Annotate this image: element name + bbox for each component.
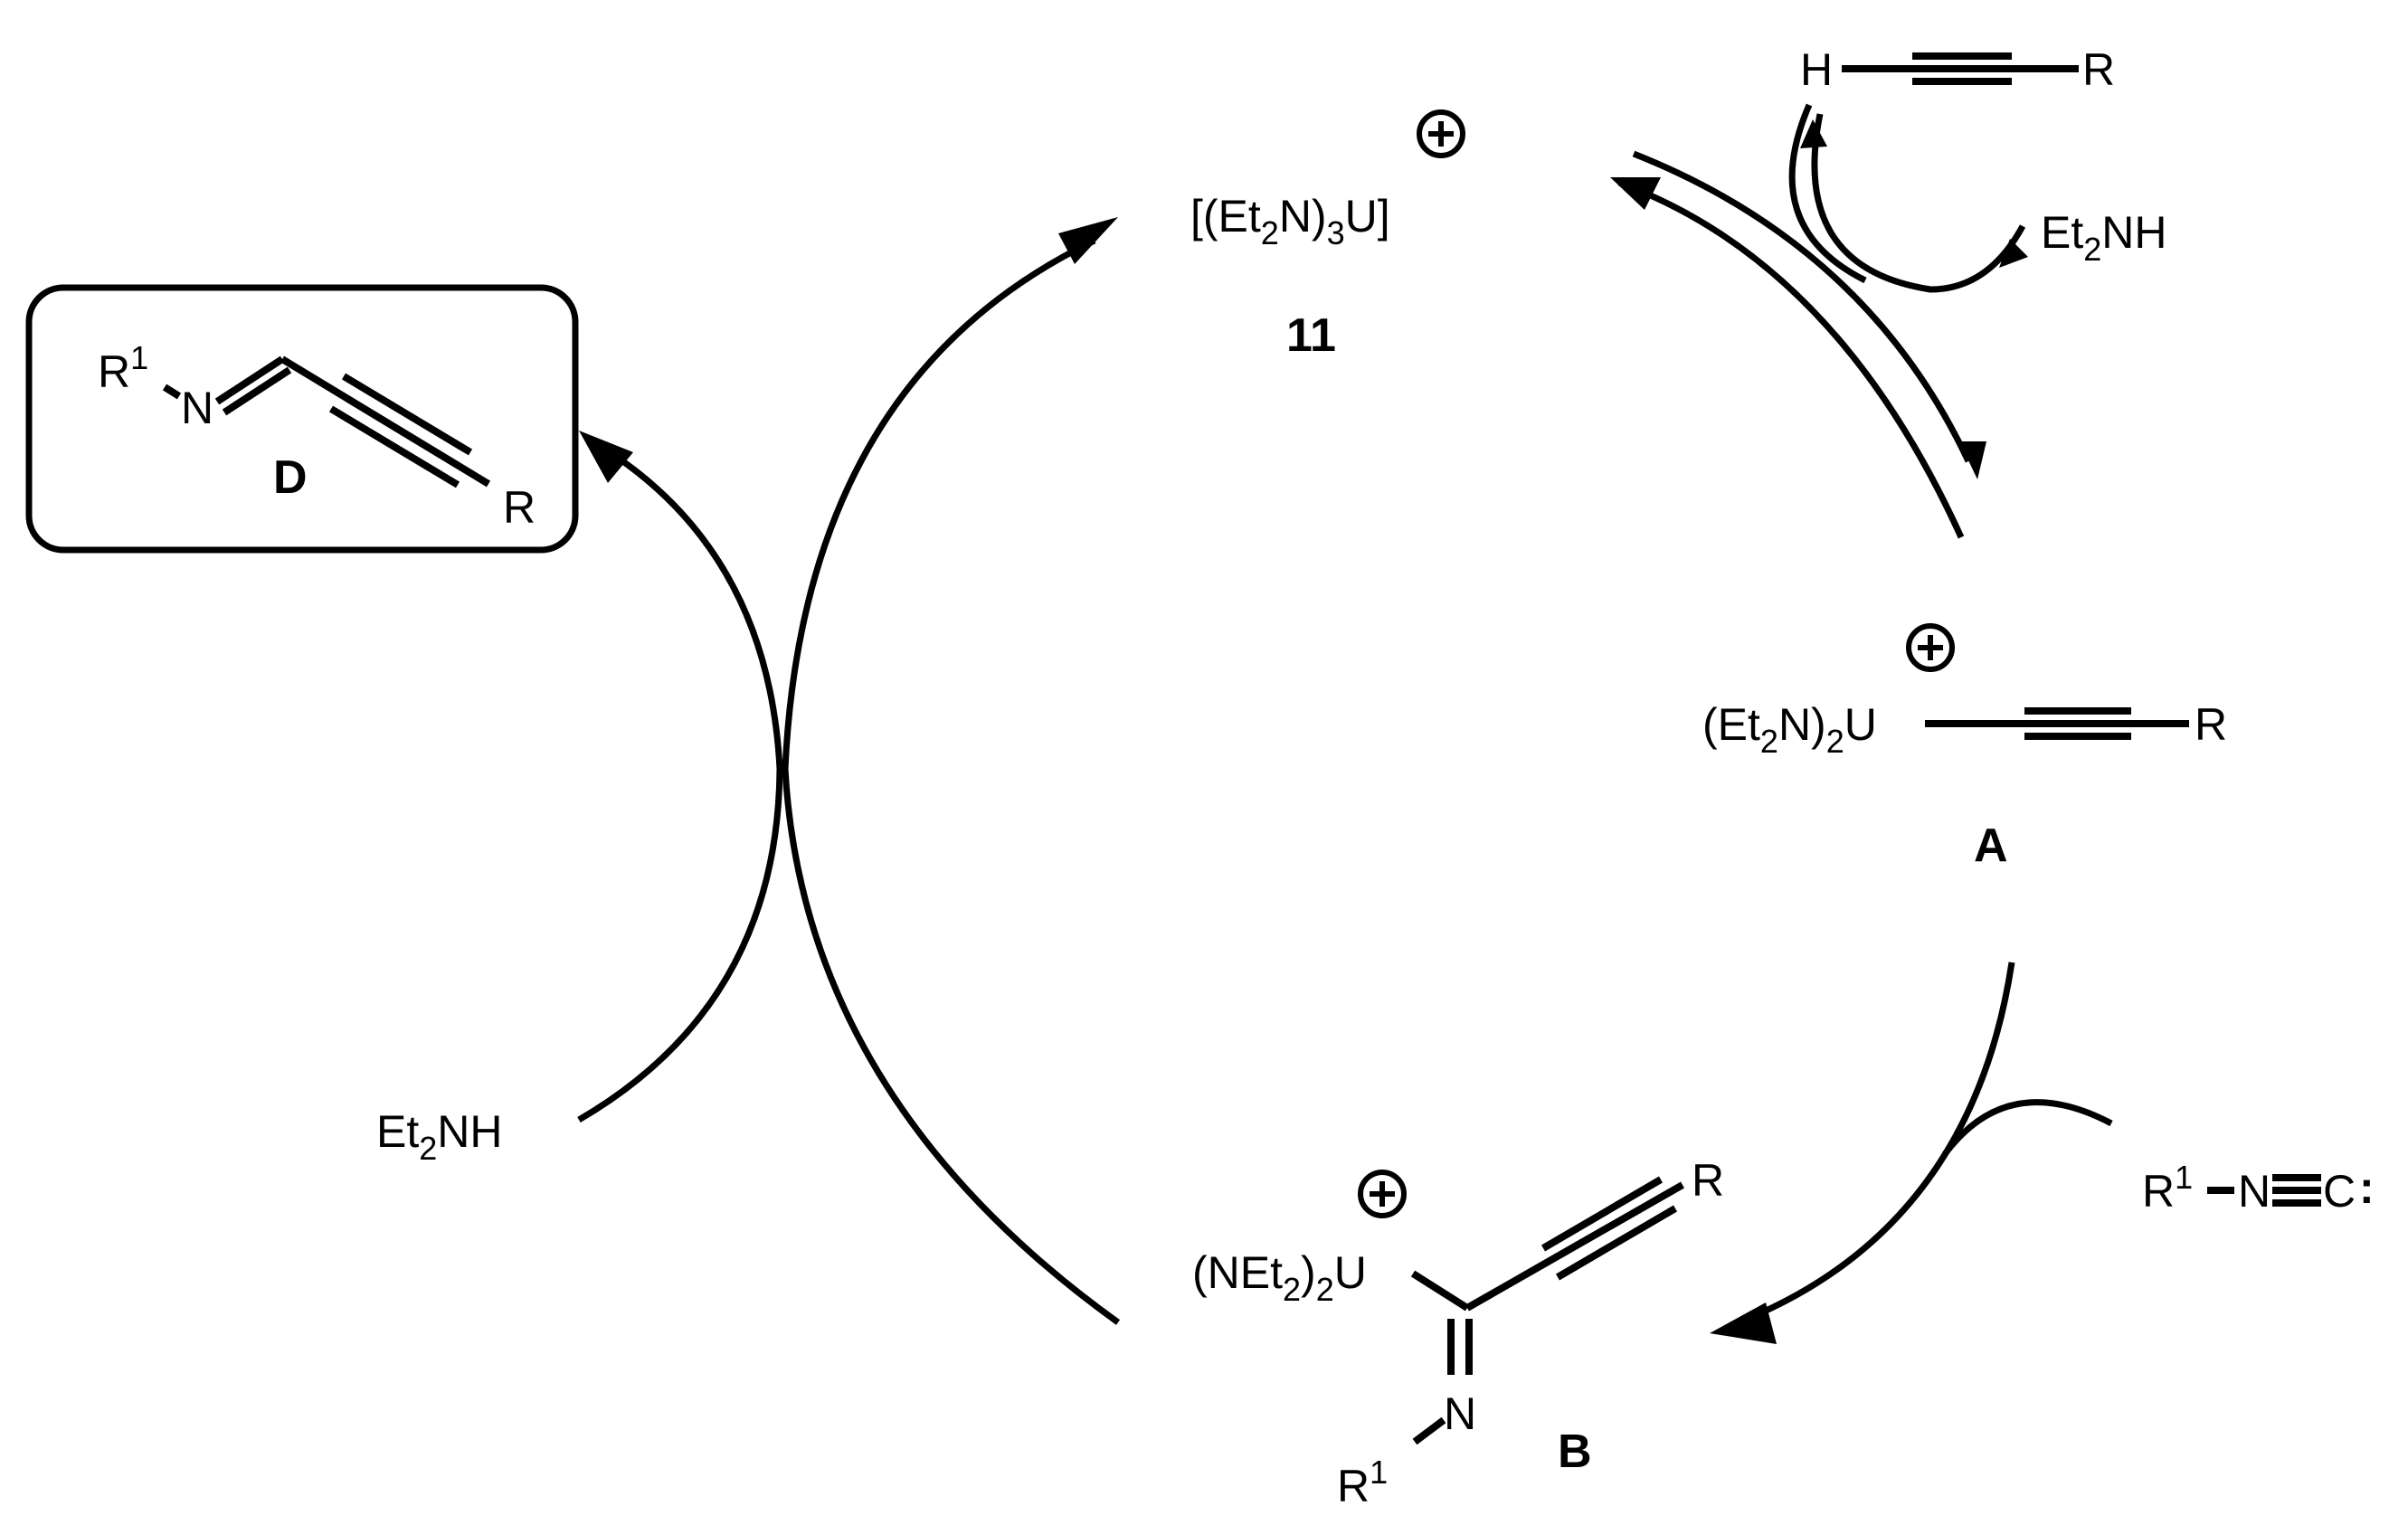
intermediate-b-r: R [1692, 1155, 1724, 1206]
arrowhead-to-d-icon [579, 431, 633, 483]
intermediate-b-positive-charge-icon [1358, 1170, 1407, 1218]
alkyne-r: R [2082, 44, 2115, 95]
catalyst-11-label: 11 [1286, 309, 1336, 362]
intermediate-a-r: R [2195, 699, 2227, 750]
arrowhead-forward-to-a-icon [1959, 441, 1986, 479]
catalyst-11-formula: [(Et2N)3U] [1190, 191, 1390, 251]
arc-alkyne-in [1788, 103, 1867, 284]
isocyanide-reagent-group: R1 N C : [2142, 1159, 2375, 1217]
arrowhead-reverse-to-11-icon [1610, 177, 1661, 210]
product-d-ch-c-bond [280, 355, 491, 488]
product-d-group: R1 N R D [25, 284, 579, 554]
product-d-r: R [503, 482, 536, 533]
arc-isocyanide-in [1942, 1099, 2113, 1157]
intermediate-b-triple-bond-a [1541, 1176, 1664, 1252]
alkyne-reagent-group: H R [1800, 44, 2115, 95]
arrowhead-to-11-icon [1058, 217, 1118, 264]
arc-amine-to-d [577, 453, 783, 1123]
product-d-imine-n: N [181, 383, 213, 433]
intermediate-a-formula: (Et2N)2U [1702, 699, 1877, 760]
intermediate-a-label: A [1974, 819, 2008, 872]
product-d-cn-double-bond-b [222, 366, 292, 416]
isocyanide-lone-pair: : [2359, 1162, 2375, 1213]
product-d-cn-double-bond-a [214, 355, 285, 405]
catalyst-11-positive-charge-icon [1417, 109, 1465, 158]
product-d-label: D [273, 451, 308, 504]
product-d-triple-bond-a [341, 373, 473, 456]
arc-amine-out [1811, 113, 2026, 293]
intermediate-b-c-c-bond [1465, 1181, 1684, 1312]
intermediate-b-u-c-bond [1410, 1270, 1470, 1312]
product-d-triple-bond-b [328, 405, 460, 488]
intermediate-b-n-r1-bond [1412, 1416, 1446, 1445]
amine-incoming-label: Et2NH [376, 1106, 503, 1167]
intermediate-a-group: (Et2N)2U R A [1702, 623, 2227, 872]
alkyne-h: H [1800, 44, 1833, 95]
arrowhead-to-b-icon [1710, 1302, 1777, 1344]
intermediate-b-formula: (NEt2)2U [1192, 1247, 1367, 1308]
arc-b-to-11 [782, 237, 1121, 1325]
intermediate-b-r1: R1 [1337, 1454, 1388, 1511]
cycle-arrows [577, 103, 2113, 1344]
intermediate-a-positive-charge-icon [1906, 623, 1955, 672]
arc-a-to-11-reverse [1617, 179, 1965, 539]
intermediate-b-triple-bond-b [1555, 1205, 1678, 1281]
isocyanide-r1: R1 [2142, 1159, 2193, 1217]
intermediate-b-imine-n: N [1444, 1388, 1476, 1439]
product-d-r1: R1 [98, 339, 148, 397]
catalyst-11-group: [(Et2N)3U] 11 [1190, 109, 1465, 362]
arrowhead-amine-out-icon [1999, 239, 2028, 268]
arc-11-to-a-forward [1632, 150, 1972, 463]
isocyanide-c: C [2323, 1166, 2356, 1217]
isocyanide-n: N [2238, 1166, 2271, 1217]
arc-a-to-b [1746, 961, 2015, 1322]
intermediate-b-group: (NEt2)2U R N R1 B [1192, 1155, 1724, 1511]
amine-released-label: Et2NH [2041, 207, 2167, 268]
product-d-r1-n-bond [162, 384, 182, 400]
intermediate-b-label: B [1558, 1426, 1592, 1478]
product-d-box [25, 284, 579, 554]
